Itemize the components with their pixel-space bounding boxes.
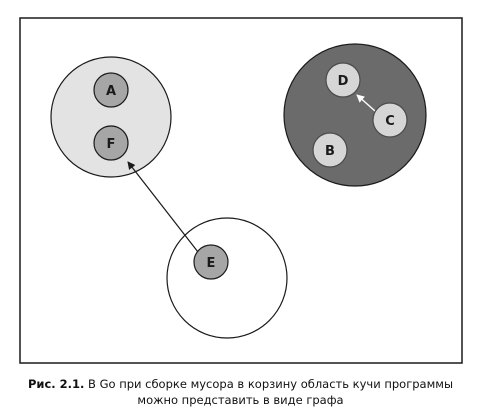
- node-f: F: [93, 125, 129, 161]
- node-b-label: B: [325, 144, 335, 159]
- node-c-label: C: [385, 114, 395, 129]
- node-c: C: [372, 102, 408, 138]
- figure-caption: Рис. 2.1. В Go при сборке мусора в корзи…: [0, 376, 481, 408]
- edge-c-to-d: [356, 94, 376, 112]
- node-e: E: [193, 244, 229, 280]
- region-light: [50, 56, 172, 178]
- node-f-label: F: [107, 137, 116, 152]
- node-b: B: [312, 132, 348, 168]
- node-d-label: D: [338, 74, 349, 89]
- edge-e-to-f: [127, 161, 199, 253]
- caption-line-1: Рис. 2.1. В Go при сборке мусора в корзи…: [0, 376, 481, 392]
- node-a-label: A: [106, 84, 116, 99]
- caption-line-2: можно представить в виде графа: [137, 393, 344, 407]
- diagram-frame: [19, 17, 463, 364]
- caption-prefix: Рис. 2.1.: [27, 377, 85, 391]
- caption-text-1: В Go при сборке мусора в корзину область…: [84, 377, 454, 391]
- node-e-label: E: [207, 256, 216, 271]
- heap-graph-diagram: A F D C B E: [19, 17, 463, 364]
- node-a: A: [93, 72, 129, 108]
- node-d: D: [325, 62, 361, 98]
- region-empty: [166, 217, 288, 339]
